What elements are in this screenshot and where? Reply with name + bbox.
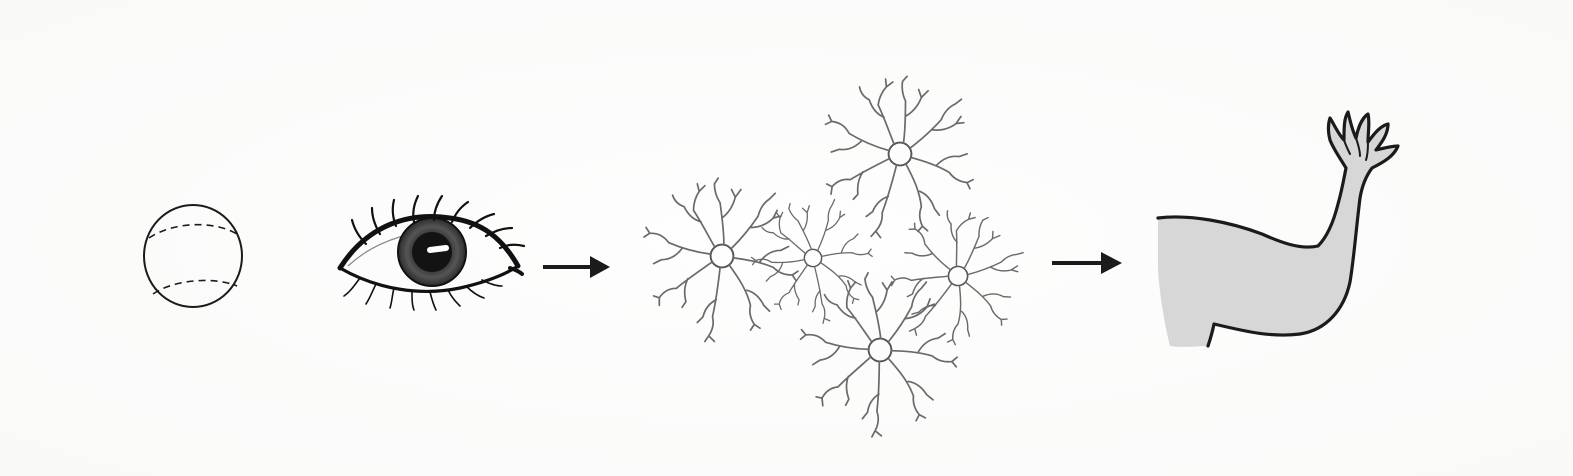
neuron-cell xyxy=(643,177,799,343)
baseball-icon xyxy=(143,204,243,308)
neuron-cell xyxy=(864,185,1048,372)
raised-arm-icon xyxy=(1156,110,1400,348)
arrow-right-icon xyxy=(543,256,610,278)
eye-icon xyxy=(337,194,526,311)
arrow-right-icon xyxy=(1052,252,1122,274)
neuron-cluster-icon xyxy=(643,65,1048,445)
